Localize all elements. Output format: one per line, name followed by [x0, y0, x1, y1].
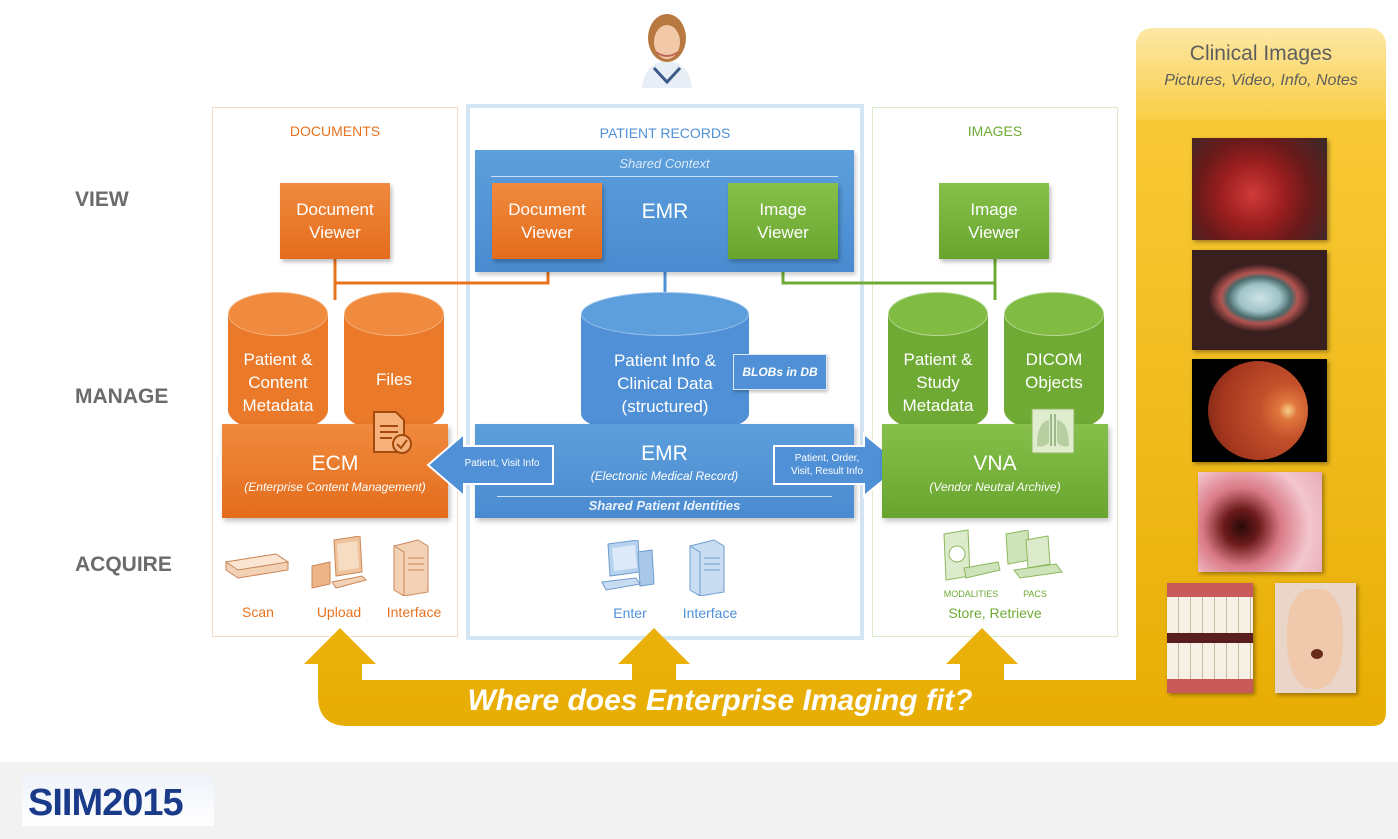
foot-photo [1275, 583, 1356, 693]
siim-logo-text: SIIM2015 [28, 782, 184, 824]
server-icon [686, 538, 728, 597]
clinical-images-title: Clinical Images [1189, 42, 1333, 65]
image-viewer-label: Image Viewer [968, 200, 1020, 242]
arrow-to-vna-label: Patient, Order, Visit, Result Info [790, 453, 864, 477]
patient-records-title: PATIENT RECORDS [599, 125, 731, 141]
acquire-enter-label: Enter [613, 605, 647, 621]
arrow-to-ecm-label: Patient, Visit Info [464, 458, 540, 469]
chest-xray-icon [1031, 408, 1075, 454]
row-label-manage: MANAGE [75, 385, 169, 408]
computer-icon [598, 539, 660, 596]
file-check-icon [372, 410, 414, 456]
study-metadata-label: Patient & Study Metadata [902, 349, 974, 415]
content-metadata-cylinder: Patient & Content Metadata [228, 292, 328, 432]
scanner-icon [224, 548, 290, 580]
row-label-view: VIEW [75, 188, 129, 211]
teeth-photo [1167, 583, 1253, 693]
emr-subtitle: (Electronic Medical Record) [590, 469, 739, 483]
documents-title: DOCUMENTS [289, 123, 381, 139]
clinical-images-subtitle: Pictures, Video, Info, Notes [1164, 72, 1358, 89]
emr-document-viewer-box: Document Viewer [492, 183, 602, 259]
question-text: Where does Enterprise Imaging fit? [467, 684, 973, 717]
emr-image-viewer-box: Image Viewer [728, 183, 838, 259]
files-cylinder: Files [344, 292, 444, 432]
content-metadata-label: Patient & Content Metadata [242, 349, 314, 415]
shared-context-label: Shared Context [619, 156, 710, 171]
computer-icon [306, 535, 368, 592]
store-retrieve-label: Store, Retrieve [948, 605, 1042, 621]
emr-label: EMR [641, 442, 688, 465]
blobs-badge: BLOBs in DB [733, 354, 827, 390]
acquire-upload-label: Upload [316, 604, 362, 620]
server-icon [390, 538, 432, 597]
document-viewer-label: Document Viewer [296, 200, 374, 242]
siim-logo: SIIM2015 [22, 774, 214, 826]
arrow-to-ecm [426, 432, 554, 498]
clinical-data-label: Patient Info & Clinical Data (structured… [613, 350, 717, 416]
emr-image-viewer-label: Image Viewer [757, 200, 809, 242]
clinical-data-cylinder: Patient Info & Clinical Data (structured… [581, 292, 749, 436]
emr-divider [497, 496, 832, 497]
files-label: Files [376, 369, 412, 389]
images-title: IMAGES [967, 123, 1023, 139]
document-viewer-box: Document Viewer [280, 183, 390, 259]
surgery-photo [1192, 138, 1327, 240]
acquire-scan-label: Scan [242, 604, 274, 620]
dicom-label: DICOM Objects [1025, 350, 1083, 392]
ecm-label: ECM [311, 452, 359, 475]
modalities-label: MODALITIES [943, 589, 999, 599]
emr-view-label: EMR [641, 200, 689, 223]
acquire-interface-label: Interface [386, 604, 442, 620]
doctor-avatar [634, 8, 700, 88]
eye-photo [1192, 250, 1327, 350]
row-label-acquire: ACQUIRE [75, 553, 172, 576]
image-viewer-box: Image Viewer [939, 183, 1049, 259]
emr-document-viewer-label: Document Viewer [508, 200, 586, 242]
pacs-label: PACS [1023, 589, 1047, 599]
acquire-interface-records-label: Interface [682, 605, 738, 621]
blobs-label: BLOBs in DB [742, 365, 818, 379]
endoscopy-photo [1198, 472, 1322, 572]
study-metadata-cylinder: Patient & Study Metadata [888, 292, 988, 432]
clinical-images-header: Clinical Images Pictures, Video, Info, N… [1136, 28, 1386, 120]
vna-subtitle: (Vendor Neutral Archive) [929, 480, 1061, 494]
ecm-subtitle: (Enterprise Content Management) [244, 480, 426, 494]
vna-label: VNA [973, 452, 1017, 475]
modality-scanner-icon [940, 528, 1002, 586]
shared-context-divider [491, 176, 838, 177]
retina-photo [1192, 359, 1327, 462]
pacs-workstation-icon [1004, 529, 1064, 586]
shared-ids-label: Shared Patient Identities [588, 498, 741, 513]
footer-bar: SIIM2015 [0, 762, 1398, 839]
